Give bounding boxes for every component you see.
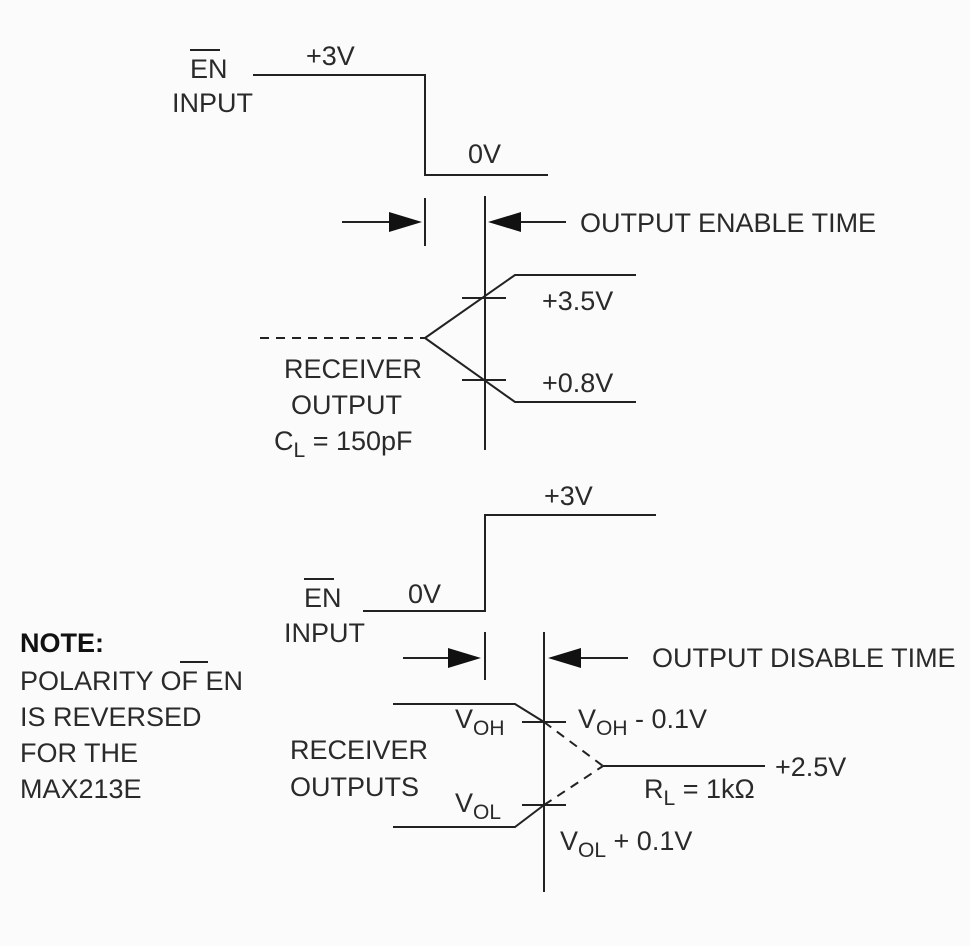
- vol-output-line: [393, 804, 545, 828]
- top-output-label: OUTPUT: [291, 390, 402, 420]
- bias-level-label: +2.5V: [775, 752, 846, 782]
- voh-output-line: [393, 703, 545, 723]
- disable-timing-section: +3V 0V EN INPUT OUTPUT DISABLE TIME VOH …: [284, 481, 956, 892]
- voh-decay-dashed: [543, 721, 604, 767]
- high-threshold-label: +3.5V: [542, 286, 613, 316]
- note-line-2: IS REVERSED: [20, 702, 202, 732]
- voh-minus-label: VOH - 0.1V: [578, 704, 707, 740]
- top-left-arrowhead: [389, 212, 422, 232]
- load-resistance-label: RL = 1kΩ: [644, 774, 755, 810]
- load-capacitance-label: CL = 150pF: [274, 426, 413, 462]
- receiver-output-high-edge: [424, 274, 636, 339]
- bottom-low-level: 0V: [408, 579, 441, 609]
- vol-plus-label: VOL + 0.1V: [560, 826, 692, 862]
- vol-decay-dashed: [543, 765, 604, 806]
- top-high-level: +3V: [306, 41, 355, 71]
- low-threshold-label: +0.8V: [542, 368, 613, 398]
- bottom-input-label: INPUT: [284, 618, 365, 648]
- bottom-outputs-label: OUTPUTS: [290, 772, 419, 802]
- bottom-high-level: +3V: [544, 481, 593, 511]
- bottom-receiver-label: RECEIVER: [290, 735, 428, 765]
- note-block: NOTE: POLARITY OF EN IS REVERSED FOR THE…: [20, 628, 243, 804]
- bottom-left-arrowhead: [448, 648, 481, 668]
- vol-label: VOL: [455, 788, 501, 824]
- note-line-1: POLARITY OF EN: [20, 666, 243, 696]
- output-enable-time-label: OUTPUT ENABLE TIME: [580, 208, 876, 238]
- output-disable-time-label: OUTPUT DISABLE TIME: [652, 643, 956, 673]
- voh-label: VOH: [455, 704, 505, 740]
- top-input-label: INPUT: [172, 88, 253, 118]
- top-receiver-label: RECEIVER: [284, 354, 422, 384]
- bottom-en-label: EN: [304, 583, 342, 613]
- note-line-4: MAX213E: [20, 774, 142, 804]
- top-en-label: EN: [190, 54, 228, 84]
- top-low-level: 0V: [468, 139, 501, 169]
- bottom-en-waveform: [363, 514, 656, 612]
- note-line-3: FOR THE: [20, 738, 138, 768]
- receiver-output-low-edge: [424, 337, 636, 403]
- enable-timing-section: EN INPUT +3V 0V OUTPUT ENABLE TIME +3.5V…: [172, 41, 876, 462]
- top-right-arrowhead: [488, 212, 521, 232]
- note-title: NOTE:: [20, 628, 104, 658]
- note-en-text: EN: [206, 666, 244, 696]
- top-en-waveform: [253, 74, 548, 176]
- bottom-right-arrowhead: [548, 648, 581, 668]
